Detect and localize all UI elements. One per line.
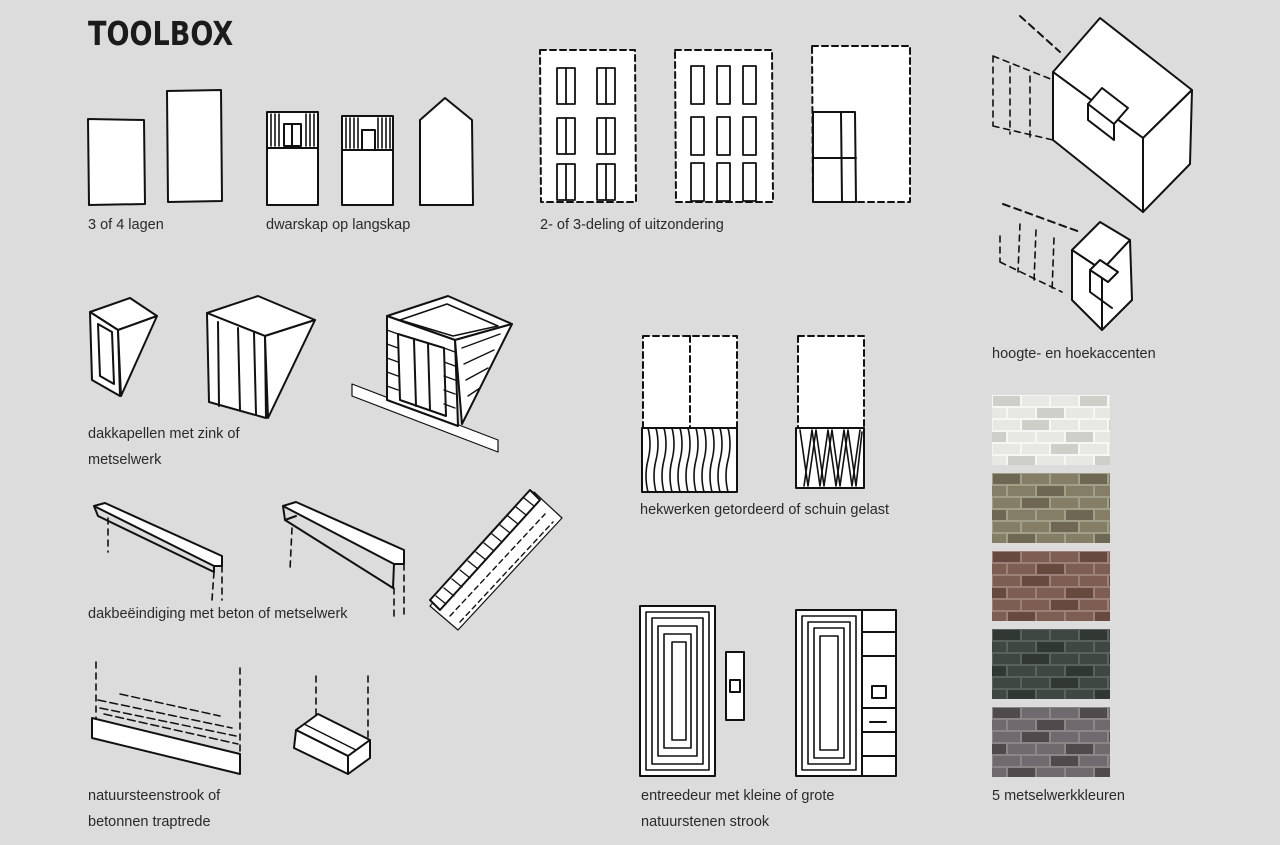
swatch-white-brick xyxy=(979,395,1136,466)
caption-lagen: 3 of 4 lagen xyxy=(88,217,164,233)
caption-dakkapellen-line1: dakkapellen met zink of xyxy=(88,426,240,442)
entrance-door-sketch xyxy=(639,605,897,777)
caption-natuursteen-line2: betonnen traptrede xyxy=(88,814,211,830)
caption-dakbeeindiging: dakbeëindiging met beton of metselwerk xyxy=(88,606,348,622)
building-layers-sketch xyxy=(87,89,223,206)
roof-edge-sketch xyxy=(93,489,563,631)
caption-natuursteen-line1: natuursteenstrook of xyxy=(88,788,221,804)
swatch-dark-grey-brick xyxy=(979,629,1136,700)
caption-hekwerken: hekwerken getordeerd of schuin gelast xyxy=(640,502,890,518)
caption-entreedeur-line2: natuurstenen strook xyxy=(641,814,770,830)
roof-type-sketch xyxy=(266,97,474,206)
swatch-olive-brick xyxy=(979,473,1136,544)
caption-deling: 2- of 3-deling of uitzondering xyxy=(540,217,724,233)
page-title: TOOLBOX xyxy=(88,14,234,53)
swatch-red-brown-brick xyxy=(979,551,1136,622)
caption-accenten: hoogte- en hoekaccenten xyxy=(992,346,1156,362)
dormer-sketch xyxy=(89,295,513,453)
facade-division-sketch xyxy=(539,45,911,203)
caption-dakkapellen-line2: metselwerk xyxy=(88,452,162,468)
height-corner-accent-sketch xyxy=(992,15,1193,331)
caption-dwarskap: dwarskap op langskap xyxy=(266,217,411,233)
caption-metselwerk: 5 metselwerkkleuren xyxy=(992,788,1125,804)
caption-entreedeur-line1: entreedeur met kleine of grote xyxy=(641,788,835,804)
railing-sketch xyxy=(641,335,865,493)
stone-strip-sketch xyxy=(91,661,371,775)
swatch-mixed-grey-brick xyxy=(979,707,1136,778)
